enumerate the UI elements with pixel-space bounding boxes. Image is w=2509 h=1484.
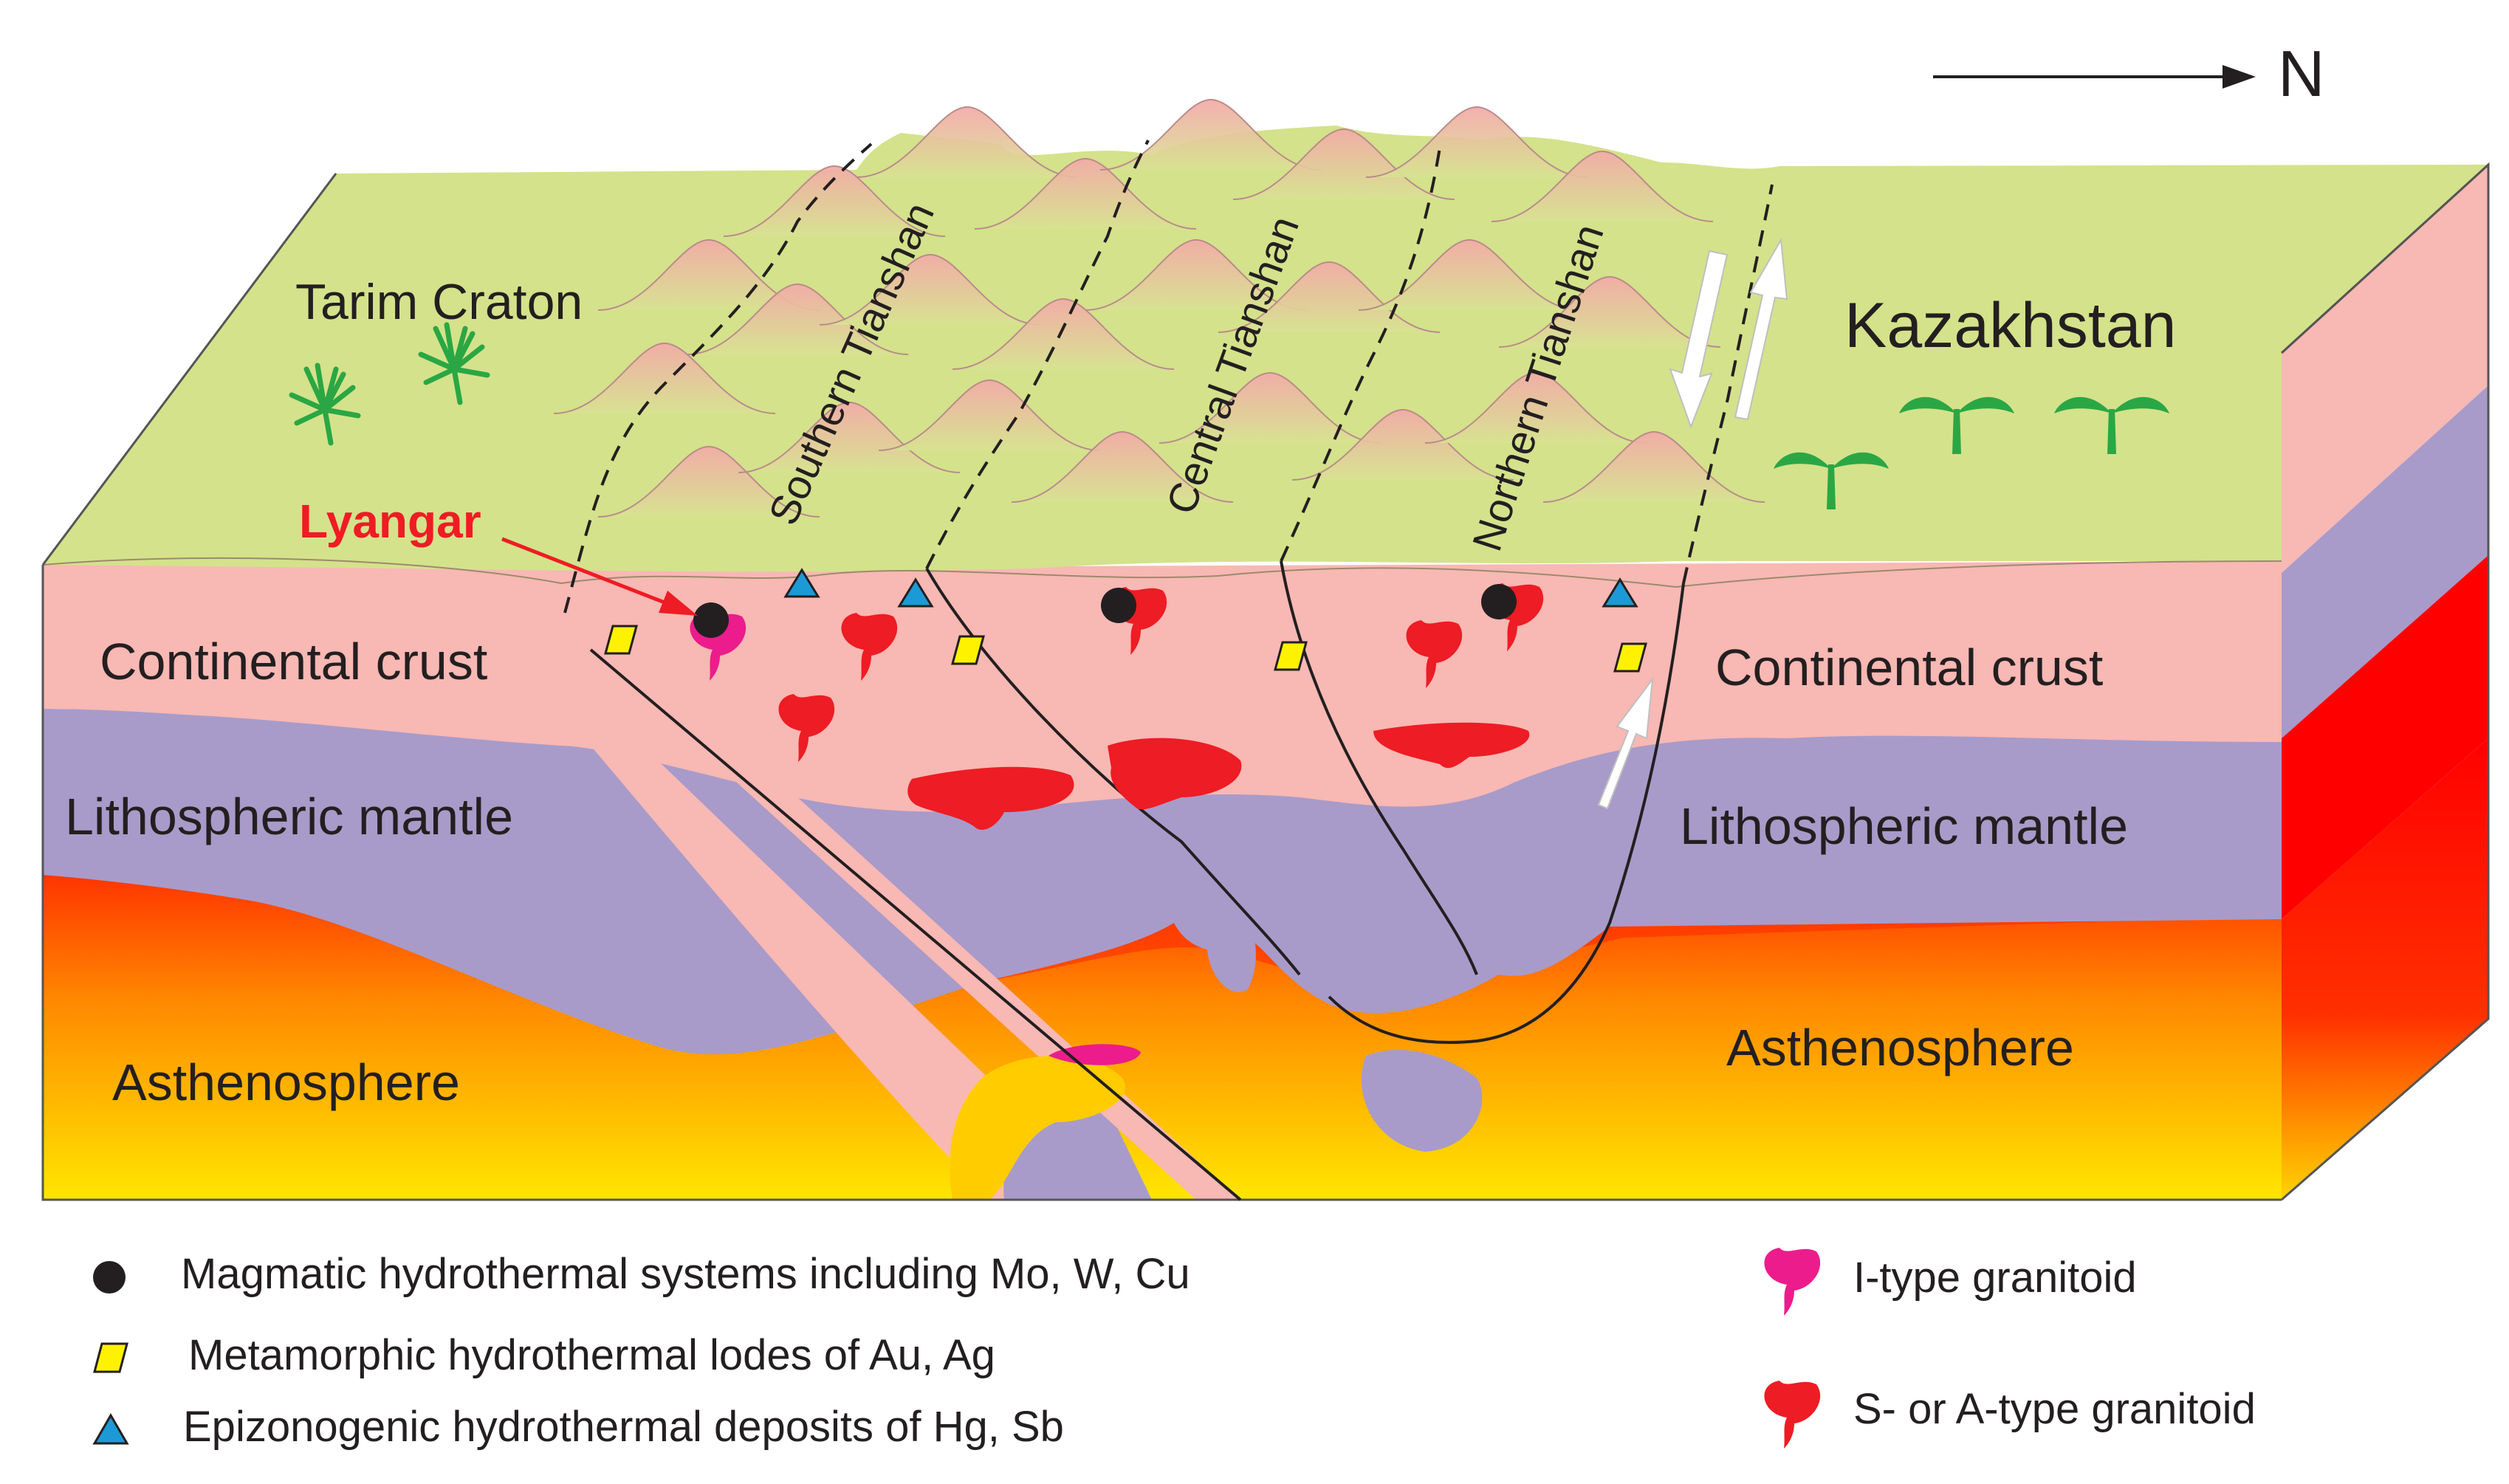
legend-i-type-label: I-type granitoid xyxy=(1853,1254,2137,1302)
molten-pocket xyxy=(950,1044,1141,1200)
epizonogenic-hydrothermal-deposits xyxy=(783,568,1638,608)
asthenosphere-right-label: Asthenosphere xyxy=(1726,1019,2074,1076)
legend-magmatic-label: Magmatic hydrothermal systems including … xyxy=(181,1250,1190,1298)
legend: Magmatic hydrothermal systems including … xyxy=(92,1248,2256,1451)
tarim-craton-label: Tarim Craton xyxy=(295,274,583,330)
legend-epizonogenic-label: Epizonogenic hydrothermal deposits of Hg… xyxy=(183,1403,1064,1451)
legend-metamorphic-label: Metamorphic hydrothermal lodes of Au, Ag xyxy=(188,1331,995,1379)
lithospheric-mantle-right-label: Lithospheric mantle xyxy=(1680,797,2128,855)
kazakhstan-label: Kazakhstan xyxy=(1844,290,2176,361)
metamorphic-hydrothermal-lodes xyxy=(604,625,1647,673)
lyangar-label: Lyangar xyxy=(299,495,481,548)
legend-metamorphic-symbol xyxy=(93,1342,128,1373)
north-arrow xyxy=(1933,65,2256,89)
lithospheric-mantle-left-label: Lithospheric mantle xyxy=(65,788,513,845)
continental-crust-left-label: Continental crust xyxy=(100,633,487,690)
legend-s-a-type-symbol xyxy=(1764,1381,1821,1449)
north-label: N xyxy=(2278,37,2325,110)
legend-i-type-symbol xyxy=(1764,1248,1821,1316)
terrane-boundaries xyxy=(563,140,1774,614)
strike-slip-arrows xyxy=(1597,237,1788,810)
legend-magmatic-symbol xyxy=(93,1261,126,1294)
legend-epizonogenic-symbol xyxy=(92,1413,129,1445)
lithospheric-mantle-layer xyxy=(43,709,2282,1200)
continental-crust-right-label: Continental crust xyxy=(1715,639,2103,696)
s-or-a-type-granitoids xyxy=(778,583,1544,830)
block-side-face xyxy=(2280,162,2490,1201)
block-outline xyxy=(41,163,2490,1201)
lyangar-pointer-arrow xyxy=(501,537,698,616)
magmatic-hydrothermal-systems xyxy=(693,584,1517,638)
asthenosphere-left-label: Asthenosphere xyxy=(112,1054,460,1111)
legend-s-a-type-label: S- or A-type granitoid xyxy=(1853,1385,2256,1433)
